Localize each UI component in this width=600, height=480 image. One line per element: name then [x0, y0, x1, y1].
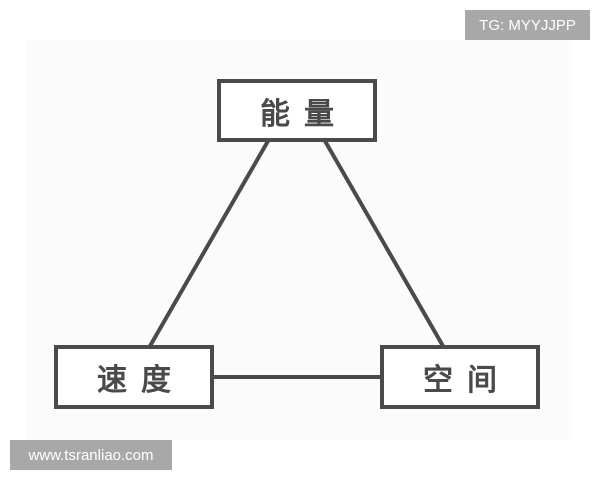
node-energy-label: 能量 [260, 96, 348, 132]
watermark-bottom-text: www.tsranliao.com [28, 446, 154, 464]
edge-energy-speed [148, 140, 270, 347]
watermark-bottom-left: www.tsranliao.com [10, 440, 172, 470]
node-speed-label: 速度 [97, 363, 185, 398]
node-space-label: 空间 [423, 363, 511, 398]
watermark-top-text: TG: MYYJJPP [479, 16, 576, 34]
watermark-top-right: TG: MYYJJPP [465, 10, 590, 40]
edge-energy-space [323, 140, 445, 347]
node-space: 空间 [380, 345, 540, 409]
node-speed: 速度 [54, 345, 214, 409]
node-energy: 能量 [217, 79, 377, 142]
